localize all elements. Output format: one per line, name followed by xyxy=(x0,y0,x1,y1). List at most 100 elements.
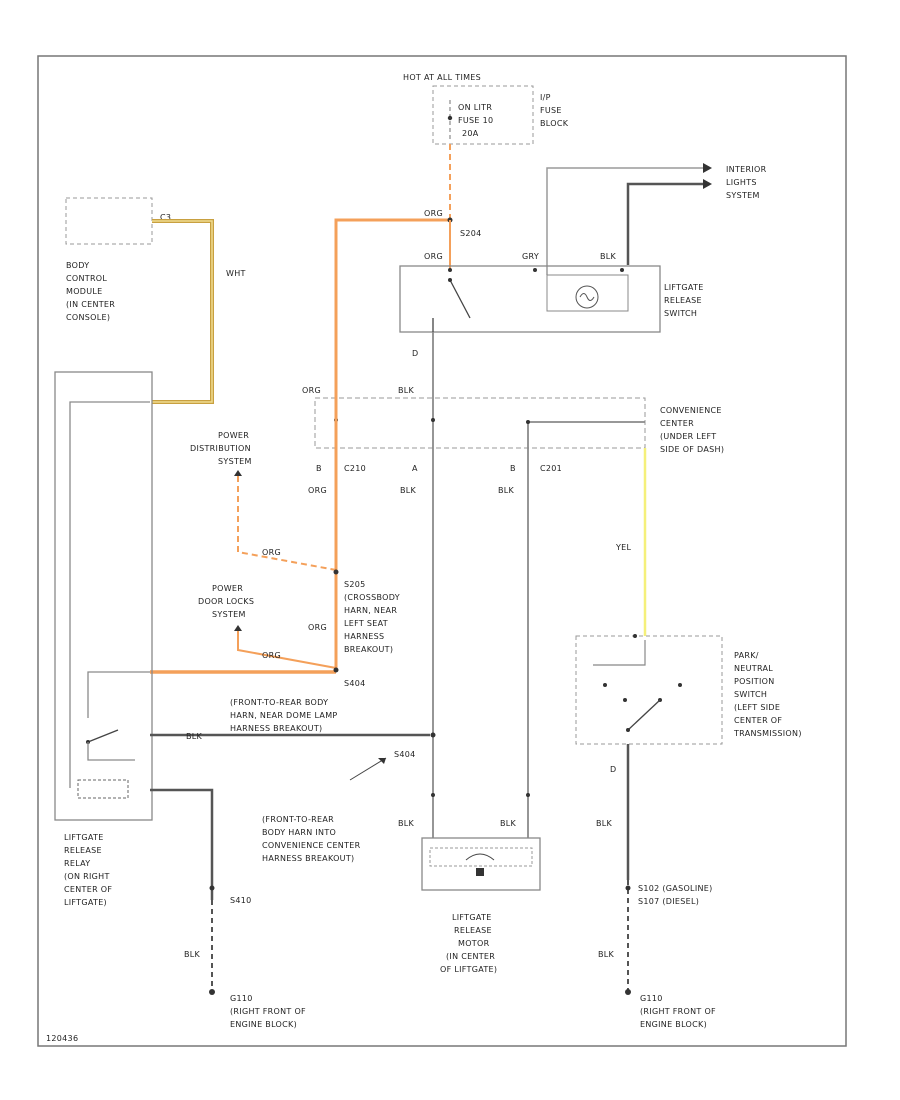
diagram-border xyxy=(37,55,847,1047)
relay-label-2: RELEASE xyxy=(64,846,102,855)
pnp-pin-d: D xyxy=(610,765,616,774)
cc-blk: BLK xyxy=(398,386,415,395)
cc-term-2 xyxy=(526,420,530,424)
s205-3: HARN, NEAR xyxy=(344,606,397,615)
relay-coil xyxy=(77,779,129,799)
wire-org-power-dist xyxy=(237,476,337,571)
yel-label: YEL xyxy=(615,543,632,552)
fuse-text-2: FUSE 10 xyxy=(458,116,493,125)
s102-2: S107 (DIESEL) xyxy=(638,897,699,906)
motor-box xyxy=(421,837,541,891)
switch-term-1 xyxy=(448,268,452,272)
s204-label: S204 xyxy=(460,229,482,238)
conv-center-4: SIDE OF DASH) xyxy=(660,445,724,454)
pnp-1: PARK/ xyxy=(734,651,759,660)
wire-blk-c201 xyxy=(527,421,645,790)
c210-label: C210 xyxy=(344,464,366,473)
relay-contact-out xyxy=(87,742,135,761)
pnp-dot-2 xyxy=(623,698,627,702)
pnp-blk: BLK xyxy=(596,819,613,828)
s404b-pointer xyxy=(349,757,387,781)
switch-lamp-icon xyxy=(575,285,599,309)
pnp-2: NEUTRAL xyxy=(734,664,773,673)
relay-inner-wire xyxy=(69,401,150,788)
cc-term-1 xyxy=(431,418,435,422)
conv-center-1: CONVENIENCE xyxy=(660,406,722,415)
arrow-interior-1 xyxy=(703,163,712,173)
c201-pin-b: B xyxy=(510,464,516,473)
motor-term-2 xyxy=(526,793,530,797)
c201-label: C201 xyxy=(540,464,562,473)
front-rear-conv-1: (FRONT-TO-REAR xyxy=(262,815,334,824)
motor-icon xyxy=(465,853,495,861)
s404-splice xyxy=(333,667,339,673)
pnp-dot-1 xyxy=(603,683,607,687)
conv-center-3: (UNDER LEFT xyxy=(660,432,716,441)
ground2-blk: BLK xyxy=(598,950,615,959)
front-rear-conv-4: HARNESS BREAKOUT) xyxy=(262,854,354,863)
pnp-4: SWITCH xyxy=(734,690,767,699)
liftgate-switch-2: RELEASE xyxy=(664,296,702,305)
pnp-term-top xyxy=(633,634,637,638)
switch-blk: BLK xyxy=(600,252,617,261)
relay-label-5: CENTER OF xyxy=(64,885,112,894)
pdl-3: SYSTEM xyxy=(212,610,246,619)
g110a-ground xyxy=(209,989,215,995)
motor-terminal xyxy=(476,868,484,876)
s205-4: LEFT SEAT xyxy=(344,619,388,628)
relay-contact xyxy=(87,729,119,743)
power-dist-1: POWER xyxy=(218,431,249,440)
pnp-3: POSITION xyxy=(734,677,775,686)
power-dist-3: SYSTEM xyxy=(218,457,252,466)
front-rear-conv-3: CONVENIENCE CENTER xyxy=(262,841,361,850)
front-rear-dome-1: (FRONT-TO-REAR BODY xyxy=(230,698,328,707)
wire-bcm-to-relay xyxy=(152,219,214,404)
wire-blk-ground1 xyxy=(150,788,214,900)
interior-lights-2: LIGHTS xyxy=(726,178,757,187)
hot-at-all-times-label: HOT AT ALL TIMES xyxy=(403,73,481,82)
g110a-3: ENGINE BLOCK) xyxy=(230,1020,297,1029)
switch-lamp-box xyxy=(546,274,629,312)
g110b-ground xyxy=(625,989,631,995)
c201-blk: BLK xyxy=(498,486,515,495)
wire-blk-interior xyxy=(626,182,705,265)
g110b-2: (RIGHT FRONT OF xyxy=(640,1007,716,1016)
fuse-text-3: 20A xyxy=(462,129,479,138)
switch-term-3 xyxy=(620,268,624,272)
switch-pin-d: D xyxy=(412,349,418,358)
diagram-code: 120436 xyxy=(46,1034,78,1043)
pdl-2: DOOR LOCKS xyxy=(198,597,254,606)
switch-gry: GRY xyxy=(522,252,539,261)
motor-label-5: OF LIFTGATE) xyxy=(440,965,497,974)
fuse-block-2: FUSE xyxy=(540,106,562,115)
relay-splice xyxy=(430,732,436,738)
wire-gry-interior xyxy=(546,167,705,275)
ground1-blk: BLK xyxy=(184,950,201,959)
switch-org: ORG xyxy=(424,252,443,261)
interior-lights-1: INTERIOR xyxy=(726,165,767,174)
switch-pivot xyxy=(448,278,452,282)
pnp-5: (LEFT SIDE xyxy=(734,703,780,712)
cc-org: ORG xyxy=(302,386,321,395)
motor-blk-1: BLK xyxy=(398,819,415,828)
liftgate-switch-3: SWITCH xyxy=(664,309,697,318)
g110a-2: (RIGHT FRONT OF xyxy=(230,1007,306,1016)
bcm-label-2: CONTROL xyxy=(66,274,107,283)
bcm-label-5: CONSOLE) xyxy=(66,313,110,322)
fuse-block-box xyxy=(432,85,534,145)
fuse-block-1: I/P xyxy=(540,93,551,102)
pnp-contact xyxy=(627,699,661,731)
motor-label-4: (IN CENTER xyxy=(446,952,495,961)
pnp-box xyxy=(575,635,723,745)
pdl-1: POWER xyxy=(212,584,243,593)
motor-inner xyxy=(429,847,533,867)
wire-top-org: ORG xyxy=(424,209,443,218)
relay-box xyxy=(54,371,153,821)
power-dist-arrow xyxy=(234,470,242,476)
g110b-1: G110 xyxy=(640,994,663,1003)
motor-label-3: MOTOR xyxy=(458,939,490,948)
c210-pin-a: A xyxy=(412,464,418,473)
relay-label-3: RELAY xyxy=(64,859,91,868)
